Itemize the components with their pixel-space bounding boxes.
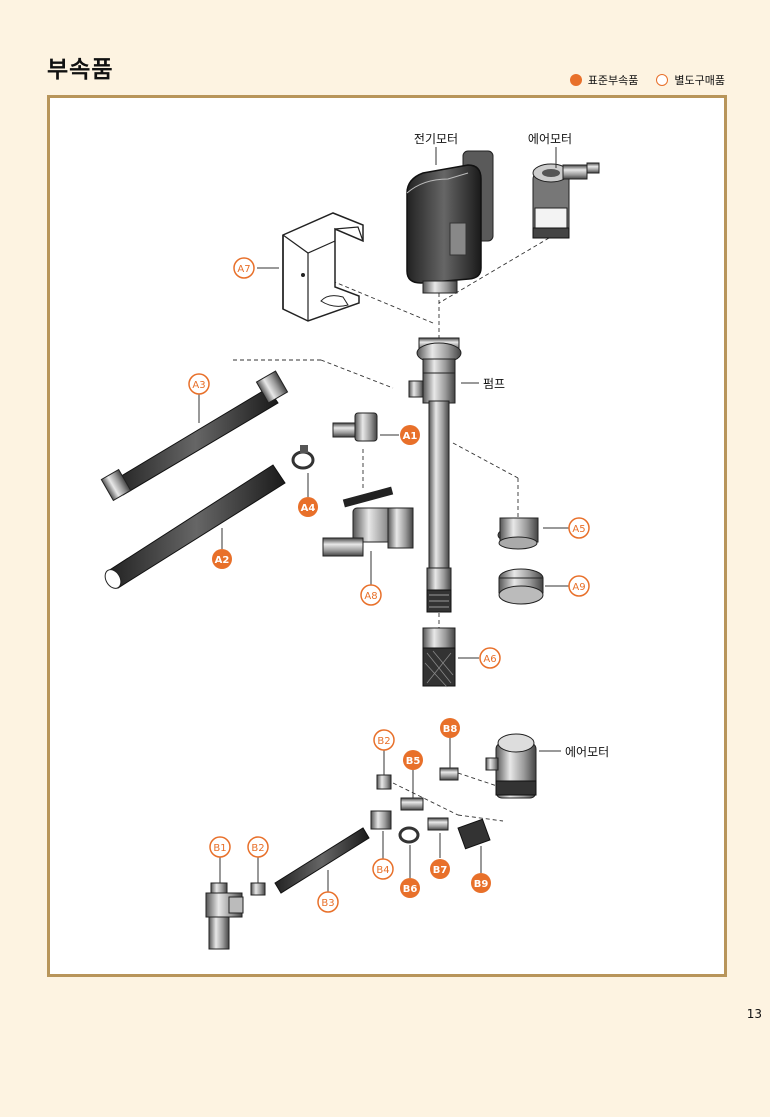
accessories-diagram: 전기모터 에어모터 펌프 에어모터 A7 A3 A1 A4 A5 A2 A9 A… xyxy=(100,132,609,950)
part-badge-a4: A4 xyxy=(298,497,318,517)
hose-clamp-a4 xyxy=(291,445,315,470)
part-badge-a9: A9 xyxy=(568,575,590,597)
svg-text:B7: B7 xyxy=(433,865,448,876)
svg-text:B5: B5 xyxy=(406,756,421,767)
wall-bracket-a7 xyxy=(282,212,364,322)
part-badge-a8: A8 xyxy=(360,584,382,606)
svg-text:A4: A4 xyxy=(301,503,316,514)
part-badge-b4: B4 xyxy=(372,858,394,880)
legend-standard-label: 표준부속품 xyxy=(587,74,639,87)
foot-strainer-a6 xyxy=(422,627,456,688)
svg-text:A3: A3 xyxy=(192,380,205,391)
air-motor-top-label: 에어모터 xyxy=(528,132,572,146)
svg-text:B6: B6 xyxy=(403,884,418,895)
air-motor-bottom xyxy=(485,733,537,799)
pump-label: 펌프 xyxy=(483,377,505,391)
part-badge-b9: B9 xyxy=(471,873,491,893)
part-badge-b2-upper: B2 xyxy=(373,729,395,751)
svg-text:A8: A8 xyxy=(364,591,377,602)
part-badge-b6: B6 xyxy=(400,878,420,898)
standard-part-dot-icon xyxy=(569,74,582,86)
part-badge-a1: A1 xyxy=(400,425,420,445)
svg-text:A9: A9 xyxy=(572,582,585,593)
label-leader-lines xyxy=(198,147,569,893)
air-motor-bottom-label: 에어모터 xyxy=(565,745,609,759)
adaptor-ring-a9 xyxy=(498,568,544,605)
electric-motor-label: 전기모터 xyxy=(414,132,458,146)
svg-text:A5: A5 xyxy=(572,524,585,535)
part-badge-b2-lower: B2 xyxy=(247,836,269,858)
part-badge-b5: B5 xyxy=(403,750,423,770)
legend: 표준부속품 별도구매품 xyxy=(569,72,725,88)
page-number: 13 xyxy=(746,1007,762,1021)
svg-text:B2: B2 xyxy=(377,736,390,747)
legend-optional-label: 별도구매품 xyxy=(674,74,725,87)
air-motor-top xyxy=(532,162,600,239)
part-badge-a2: A2 xyxy=(212,549,232,569)
svg-text:B2: B2 xyxy=(251,843,264,854)
svg-text:B8: B8 xyxy=(443,724,458,735)
svg-text:A2: A2 xyxy=(215,555,230,566)
svg-text:A1: A1 xyxy=(403,431,418,442)
filter-regulator-b1 xyxy=(205,882,244,950)
svg-text:A6: A6 xyxy=(483,654,496,665)
ball-valve-a8 xyxy=(322,486,414,557)
clamp-adaptor-a5 xyxy=(497,517,539,550)
svg-text:B9: B9 xyxy=(474,879,489,890)
part-badge-b7: B7 xyxy=(430,859,450,879)
svg-text:B4: B4 xyxy=(376,865,389,876)
part-badge-b3: B3 xyxy=(317,891,339,913)
hose-a3 xyxy=(100,370,289,502)
b-series-parts xyxy=(250,767,491,896)
page-title: 부속품 xyxy=(47,57,114,83)
hose-fitting-a1 xyxy=(332,412,378,442)
part-badge-a6: A6 xyxy=(479,647,501,669)
pump xyxy=(408,337,462,613)
accessories-diagram-frame: 전기모터 에어모터 펌프 에어모터 A7 A3 A1 A4 A5 A2 A9 A… xyxy=(47,95,727,977)
hose-a2 xyxy=(104,464,286,589)
svg-text:A7: A7 xyxy=(237,264,250,275)
electric-motor xyxy=(406,150,494,294)
part-badge-b8: B8 xyxy=(440,718,460,738)
part-badge-a3: A3 xyxy=(188,373,210,395)
part-badge-b1: B1 xyxy=(209,836,231,858)
svg-text:B3: B3 xyxy=(321,898,334,909)
assembly-guide-lines xyxy=(231,237,550,822)
optional-part-dot-icon xyxy=(656,74,669,86)
part-badge-a5: A5 xyxy=(568,517,590,539)
part-badge-a7: A7 xyxy=(233,257,255,279)
svg-text:B1: B1 xyxy=(213,843,226,854)
